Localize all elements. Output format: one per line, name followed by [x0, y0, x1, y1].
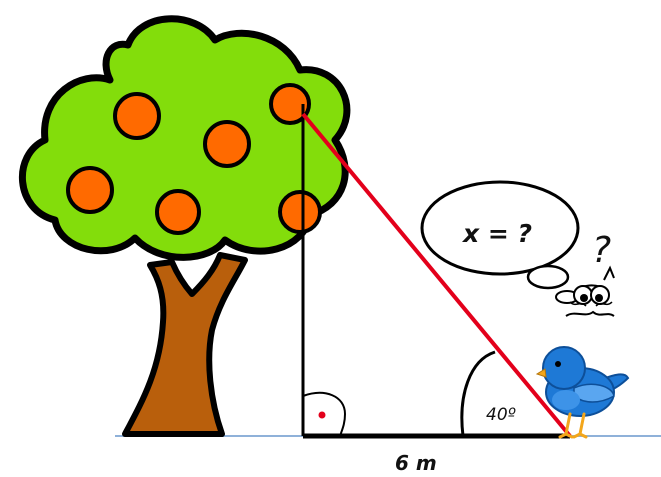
triangle-hypotenuse	[301, 112, 572, 438]
orange-fruit	[203, 120, 251, 168]
worried-eyes-icon	[565, 265, 615, 317]
angle-label: 40º	[486, 405, 516, 425]
right-angle-dot	[318, 411, 326, 419]
orange-tree-icon	[19, 15, 351, 437]
question-mark: ?	[592, 230, 611, 271]
orange-fruit	[155, 189, 201, 235]
unknown-x-text: x = ?	[461, 219, 532, 248]
orange-fruit	[66, 166, 114, 214]
base-length-label: 6 m	[395, 451, 437, 475]
orange-fruit	[113, 92, 161, 140]
right-angle-marker	[302, 391, 347, 437]
orange-fruit	[278, 190, 322, 234]
thought-bubble: x = ?	[420, 180, 580, 304]
orange-fruit	[269, 83, 311, 125]
blue-bird-icon	[535, 346, 630, 439]
tree-trunk	[122, 252, 248, 437]
angle-arc	[460, 350, 496, 437]
